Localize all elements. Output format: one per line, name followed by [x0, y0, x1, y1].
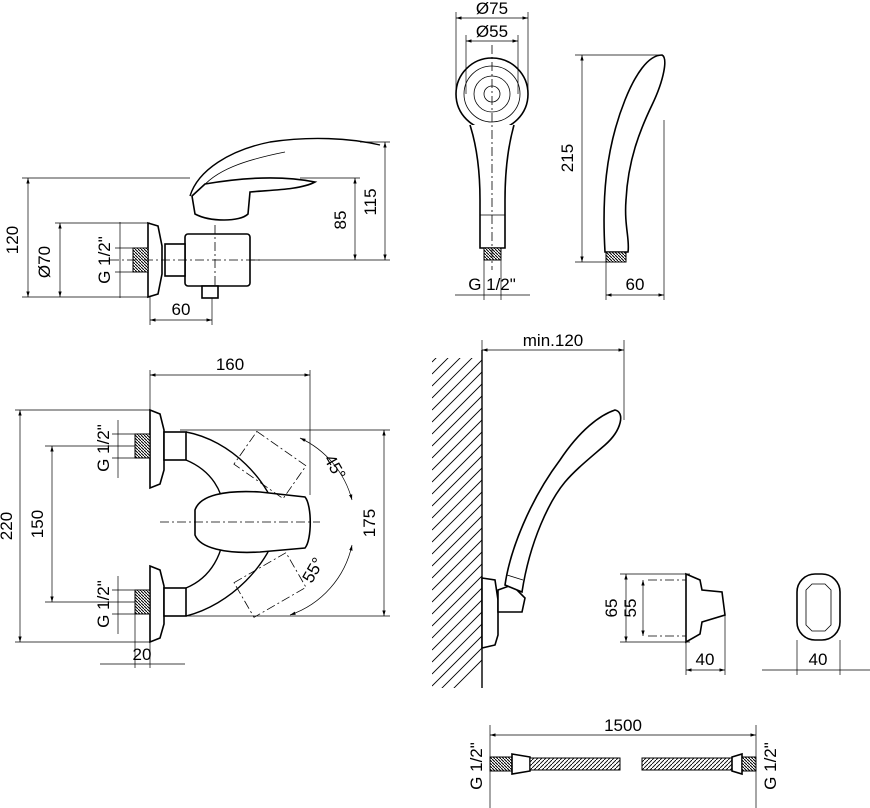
dim-220: 220 — [0, 512, 16, 540]
mixer-top-view: 45° 55° 160 220 150 175 G 1/2" G 1/2" — [0, 355, 390, 668]
hose-nut-right — [741, 756, 757, 772]
thread-bottom — [134, 589, 151, 615]
hose-view: 1500 G 1/2" G 1/2" — [467, 716, 780, 808]
dim-60-shower: 60 — [626, 275, 645, 294]
dim-115: 115 — [361, 188, 380, 215]
hose-ferrule-right — [731, 752, 743, 776]
hatch-line — [432, 539, 482, 591]
dim-60-side: 60 — [172, 300, 191, 319]
thread-label-side: G 1/2" — [95, 236, 114, 284]
lever-ghost-45 — [233, 430, 307, 500]
holder-front-inner — [805, 583, 832, 632]
dim-1500: 1500 — [604, 716, 642, 735]
hatch-line — [432, 515, 482, 567]
dim-min120: min.120 — [523, 331, 583, 350]
hatch-line — [432, 358, 449, 375]
dim-40-front: 40 — [809, 650, 828, 669]
hatch-line — [432, 527, 482, 579]
thread-label-hose-right: G 1/2" — [761, 742, 780, 790]
dim-40-holder: 40 — [696, 650, 715, 669]
hose-nut-left — [489, 756, 513, 772]
lever-arc-outline — [189, 137, 381, 197]
thread-top — [134, 433, 151, 459]
dim-120-side: 120 — [3, 226, 22, 254]
hatch-line — [432, 611, 482, 663]
hatch-line — [432, 359, 482, 411]
hatch-line — [432, 358, 461, 387]
shower-grip-band — [506, 574, 524, 581]
hatch-line — [432, 419, 482, 471]
hatch-line — [432, 300, 482, 350]
thread-label-shower: G 1/2" — [468, 275, 516, 294]
mounted-shower — [504, 409, 622, 594]
hatch-line — [432, 371, 482, 423]
hatch-line — [432, 575, 482, 627]
hatch-line — [432, 395, 482, 447]
hatch-line — [432, 407, 482, 459]
hatch-line — [432, 563, 482, 615]
hatch-line — [432, 358, 437, 363]
hatch-line — [432, 383, 482, 435]
dim-175: 175 — [360, 509, 379, 537]
hatch-line — [432, 623, 482, 675]
angle-45: 45° — [320, 451, 349, 483]
hatch-line — [441, 647, 482, 688]
hatch-line — [432, 599, 482, 651]
hatch-line — [432, 479, 482, 531]
hatch-line — [432, 635, 482, 687]
thread-label-hose-left: G 1/2" — [467, 742, 486, 790]
shower-side-thread — [605, 251, 627, 263]
dim-20: 20 — [133, 645, 152, 664]
hose-segment-left — [529, 757, 621, 771]
holder-side — [685, 572, 726, 644]
hatch-line — [432, 358, 473, 399]
thread-label-top: G 1/2" — [94, 424, 113, 472]
outlet-stub — [201, 285, 219, 299]
dim-150: 150 — [28, 510, 47, 538]
lever-body — [191, 177, 318, 221]
flange-top — [149, 408, 165, 490]
hand-shower-side: 215 60 — [558, 54, 666, 300]
hose-ferrule-left — [511, 753, 531, 775]
lever-ghost-55 — [233, 552, 307, 618]
thread-label-bottom: G 1/2" — [94, 580, 113, 628]
wall-mount-view: min.120 — [432, 300, 625, 688]
coupling-bottom — [163, 587, 187, 617]
dim-160: 160 — [216, 355, 244, 374]
flange-bottom — [149, 564, 165, 644]
shower-side-body — [603, 54, 666, 253]
mixer-side-view: 120 Ø70 G 1/2" 85 115 60 — [3, 137, 390, 325]
dim-55: 55 — [621, 599, 640, 618]
holder-side-view: 65 55 40 — [602, 572, 726, 675]
holder-front-outer — [796, 573, 841, 641]
dim-215: 215 — [558, 144, 577, 172]
hatch-line — [432, 551, 482, 603]
hatch-line — [432, 503, 482, 555]
hose-segment-right — [641, 757, 733, 771]
dim-85: 85 — [331, 211, 350, 230]
hatch-line — [432, 455, 482, 507]
hatch-line — [453, 659, 482, 688]
hand-shower-front: Ø75 Ø55 G 1/2" — [455, 0, 530, 300]
holder-front-view: 40 — [762, 573, 870, 675]
wall-hatching — [432, 300, 482, 688]
hatch-line — [432, 443, 482, 495]
shower-thread — [483, 247, 502, 261]
dim-d70: Ø70 — [35, 246, 54, 278]
hatch-line — [432, 467, 482, 519]
hatch-line — [432, 587, 482, 639]
dim-d55: Ø55 — [476, 22, 508, 41]
hatch-line — [432, 431, 482, 483]
wall-holder — [481, 577, 499, 650]
hatch-line — [432, 491, 482, 543]
dim-65: 65 — [602, 599, 621, 618]
coupling-top — [163, 431, 187, 461]
dim-d75: Ø75 — [476, 0, 508, 18]
